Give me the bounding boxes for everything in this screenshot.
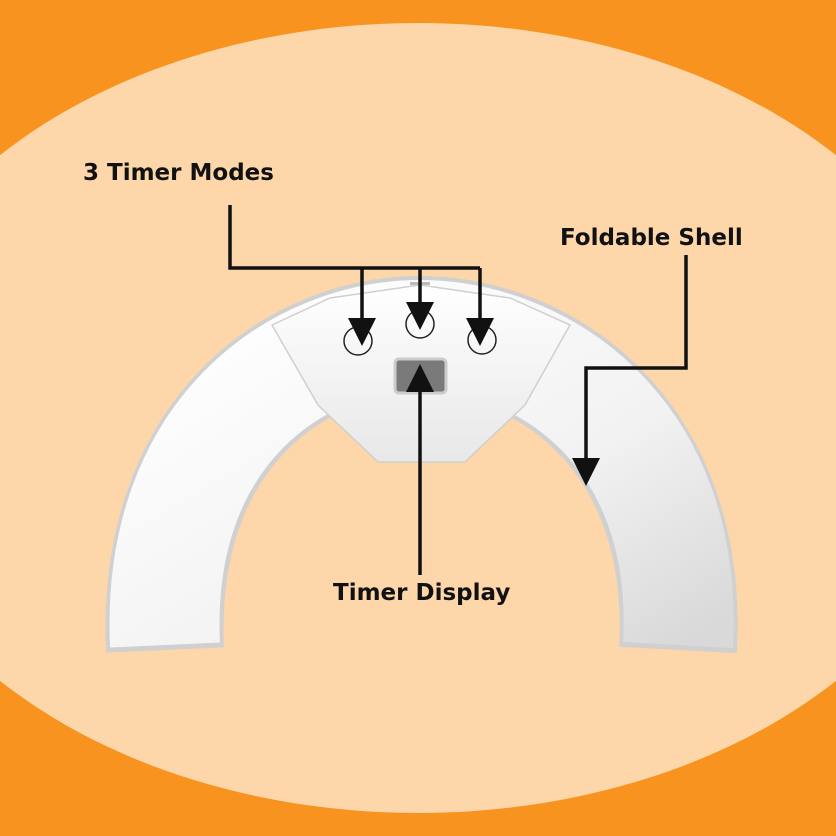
callout-lines (228, 205, 688, 575)
label-timer-display: Timer Display (333, 580, 511, 606)
label-foldable-shell: Foldable Shell (560, 225, 743, 251)
label-timer-modes: 3 Timer Modes (83, 160, 274, 186)
